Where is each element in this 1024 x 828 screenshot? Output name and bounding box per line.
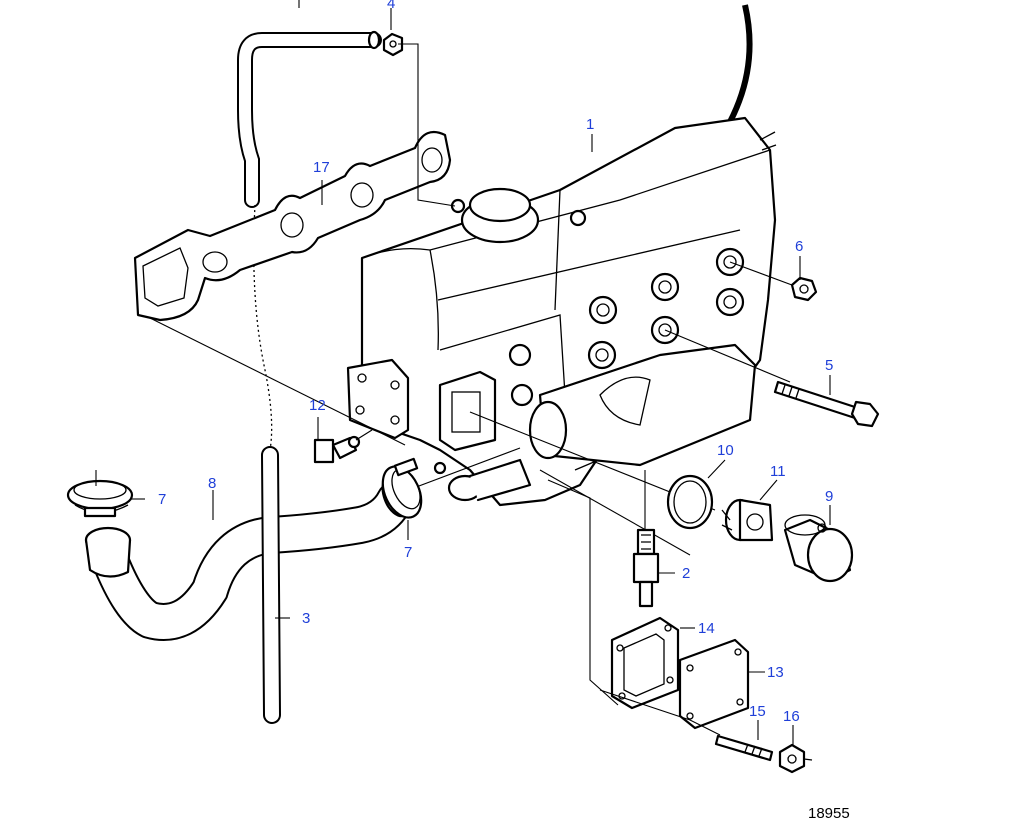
label-14: 14	[698, 620, 715, 637]
label-9: 9	[825, 488, 833, 505]
nut-16	[778, 743, 813, 774]
o-ring-10	[666, 474, 714, 530]
label-leaders	[95, 0, 831, 745]
stud-15	[714, 734, 774, 762]
bolt-5	[773, 380, 880, 428]
drawing-number: 18955	[808, 805, 850, 822]
hose-8	[84, 472, 414, 641]
label-4: 4	[387, 0, 395, 12]
hose-clamp-7a	[66, 479, 134, 518]
cover-plate-13	[678, 638, 750, 730]
label-8: 8	[208, 475, 216, 492]
top-hose	[237, 30, 382, 451]
label-10: 10	[717, 442, 734, 459]
thermostat-11	[721, 498, 774, 542]
cover-9	[783, 514, 854, 583]
label-17: 17	[313, 159, 330, 176]
nut-4	[382, 32, 404, 57]
label-5: 5	[825, 357, 833, 374]
label-15: 15	[749, 703, 766, 720]
label-6: 6	[795, 238, 803, 255]
pipe-3	[261, 446, 281, 724]
label-1: 1	[586, 116, 594, 133]
manifold-gasket	[133, 130, 452, 322]
label-3: 3	[302, 610, 310, 627]
label-7a: 7	[158, 491, 166, 508]
label-11: 11	[770, 463, 786, 480]
hose-clamp-7b	[381, 457, 423, 519]
nut-6	[790, 276, 818, 302]
label-16: 16	[783, 708, 800, 725]
position-labels: 1 2 3 4 5 6 7 7 8 9 10 11 12 13 14 15 16…	[158, 0, 833, 725]
gasket-14	[610, 616, 680, 710]
heat-exchanger-housing	[346, 116, 777, 507]
label-12: 12	[309, 397, 326, 414]
sensor-2	[632, 528, 660, 608]
label-13: 13	[767, 664, 784, 681]
label-7b: 7	[404, 544, 412, 561]
sensor-12	[313, 429, 373, 464]
label-2: 2	[682, 565, 690, 582]
